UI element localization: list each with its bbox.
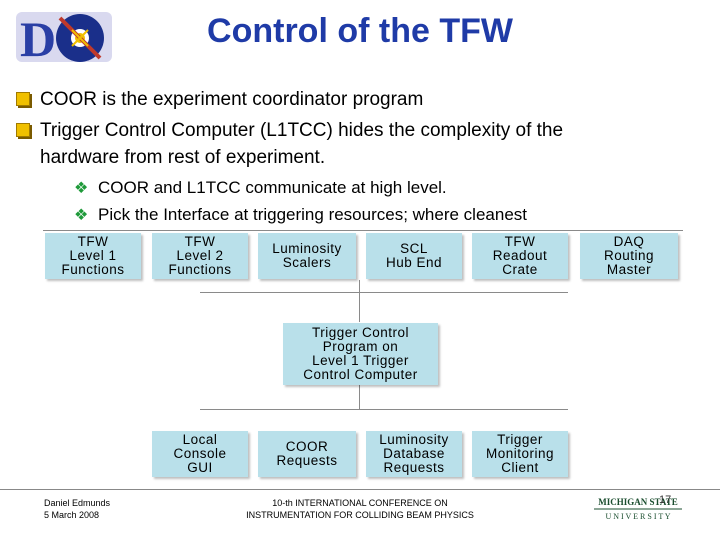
luminosity-database-requests-box: Luminosity Database Requests [366, 431, 462, 477]
upper-connector-line [200, 292, 568, 293]
d0-logo: D [16, 11, 112, 66]
trigger-control-program-box: Trigger Control Program on Level 1 Trigg… [283, 323, 438, 385]
diamond-bullet-icon: ❖ [74, 207, 89, 224]
coor-requests-box: COOR Requests [258, 431, 356, 477]
lower-connector-line [200, 409, 568, 410]
bullet-2-continuation: hardware from rest of experiment. [40, 147, 326, 168]
vertical-connector-top [359, 280, 360, 322]
bullet-marker-icon [16, 92, 30, 106]
slide-title: Control of the TFW [207, 12, 513, 50]
vertical-connector-bottom [359, 385, 360, 409]
scl-hub-end-box: SCL Hub End [366, 233, 462, 279]
footer-conference-line2: INSTRUMENTATION FOR COLLIDING BEAM PHYSI… [246, 510, 474, 520]
svg-text:MICHIGAN STATE: MICHIGAN STATE [598, 497, 677, 507]
sub-bullet-1: ❖ COOR and L1TCC communicate at high leve… [74, 177, 447, 200]
tfw-level2-box: TFW Level 2 Functions [152, 233, 248, 279]
local-console-gui-box: Local Console GUI [152, 431, 248, 477]
logo-letter-d: D [20, 11, 56, 66]
sub-bullet-text: Pick the Interface at triggering resourc… [98, 205, 527, 224]
sub-bullet-text: COOR and L1TCC communicate at high level… [98, 178, 447, 197]
svg-text:U N I V E R S I T Y: U N I V E R S I T Y [605, 512, 670, 521]
tfw-level1-box: TFW Level 1 Functions [45, 233, 141, 279]
sub-bullet-2: ❖ Pick the Interface at triggering resour… [74, 204, 527, 227]
bullet-text: COOR is the experiment coordinator progr… [40, 89, 424, 110]
msu-logo: MICHIGAN STATE U N I V E R S I T Y [592, 493, 684, 523]
footer-author: Daniel Edmunds [44, 498, 111, 508]
luminosity-scalers-box: Luminosity Scalers [258, 233, 356, 279]
footer-date: 5 March 2008 [44, 510, 100, 520]
bullet-1: COOR is the experiment coordinator progr… [16, 88, 423, 112]
footer-conference-line1: 10-th INTERNATIONAL CONFERENCE ON [272, 498, 448, 508]
footer-rule [0, 489, 720, 490]
page-number: 17 [659, 494, 672, 506]
bullet-2: Trigger Control Computer (L1TCC) hides t… [16, 119, 563, 143]
diamond-bullet-icon: ❖ [74, 180, 89, 197]
bullet-text: Trigger Control Computer (L1TCC) hides t… [40, 120, 564, 141]
tfw-readout-crate-box: TFW Readout Crate [472, 233, 568, 279]
trigger-monitoring-client-box: Trigger Monitoring Client [472, 431, 568, 477]
bullet-marker-icon [16, 123, 30, 137]
top-bus-line [43, 230, 683, 231]
daq-routing-master-box: DAQ Routing Master [580, 233, 678, 279]
